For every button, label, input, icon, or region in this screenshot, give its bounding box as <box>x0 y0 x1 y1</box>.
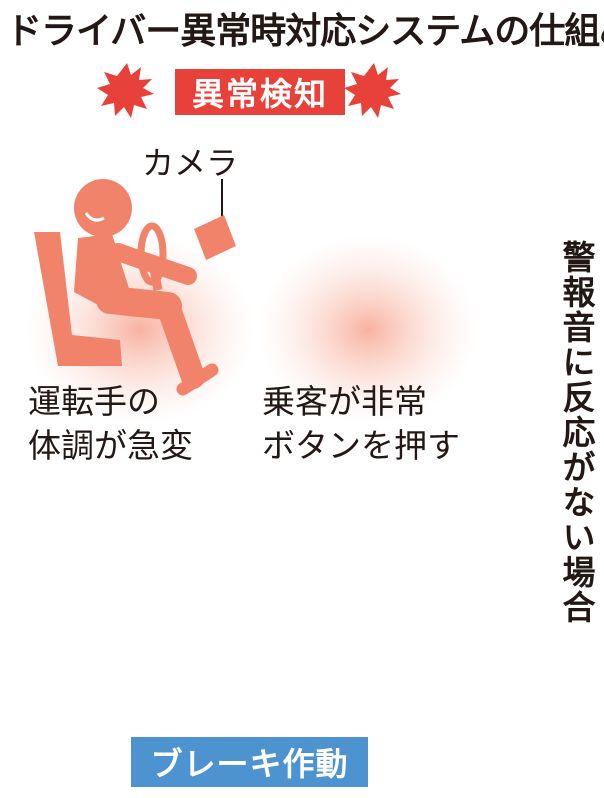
driver-case-line2: 体調が急変 <box>28 426 193 465</box>
driver-case-line1: 運転手の <box>28 382 160 421</box>
alert-burst-left-icon <box>97 63 154 118</box>
passenger-case-line2: ボタンを押す <box>262 426 460 465</box>
driver-figure-icon <box>34 179 219 396</box>
brake-activation-badge: ブレーキ作動 <box>131 737 368 787</box>
diagram-title: ドライバー異常時対応システムの仕組み <box>6 11 604 52</box>
alert-burst-right-icon <box>344 63 401 118</box>
camera-label: カメラ <box>142 144 239 182</box>
anomaly-detection-badge: 異常検知 <box>175 69 345 115</box>
no-response-condition: 警報音に反応がない場合 <box>557 240 596 625</box>
alert-mark: !! <box>406 200 434 235</box>
passenger-case-line1: 乗客が非常 <box>262 382 427 421</box>
camera-icon <box>194 179 236 260</box>
